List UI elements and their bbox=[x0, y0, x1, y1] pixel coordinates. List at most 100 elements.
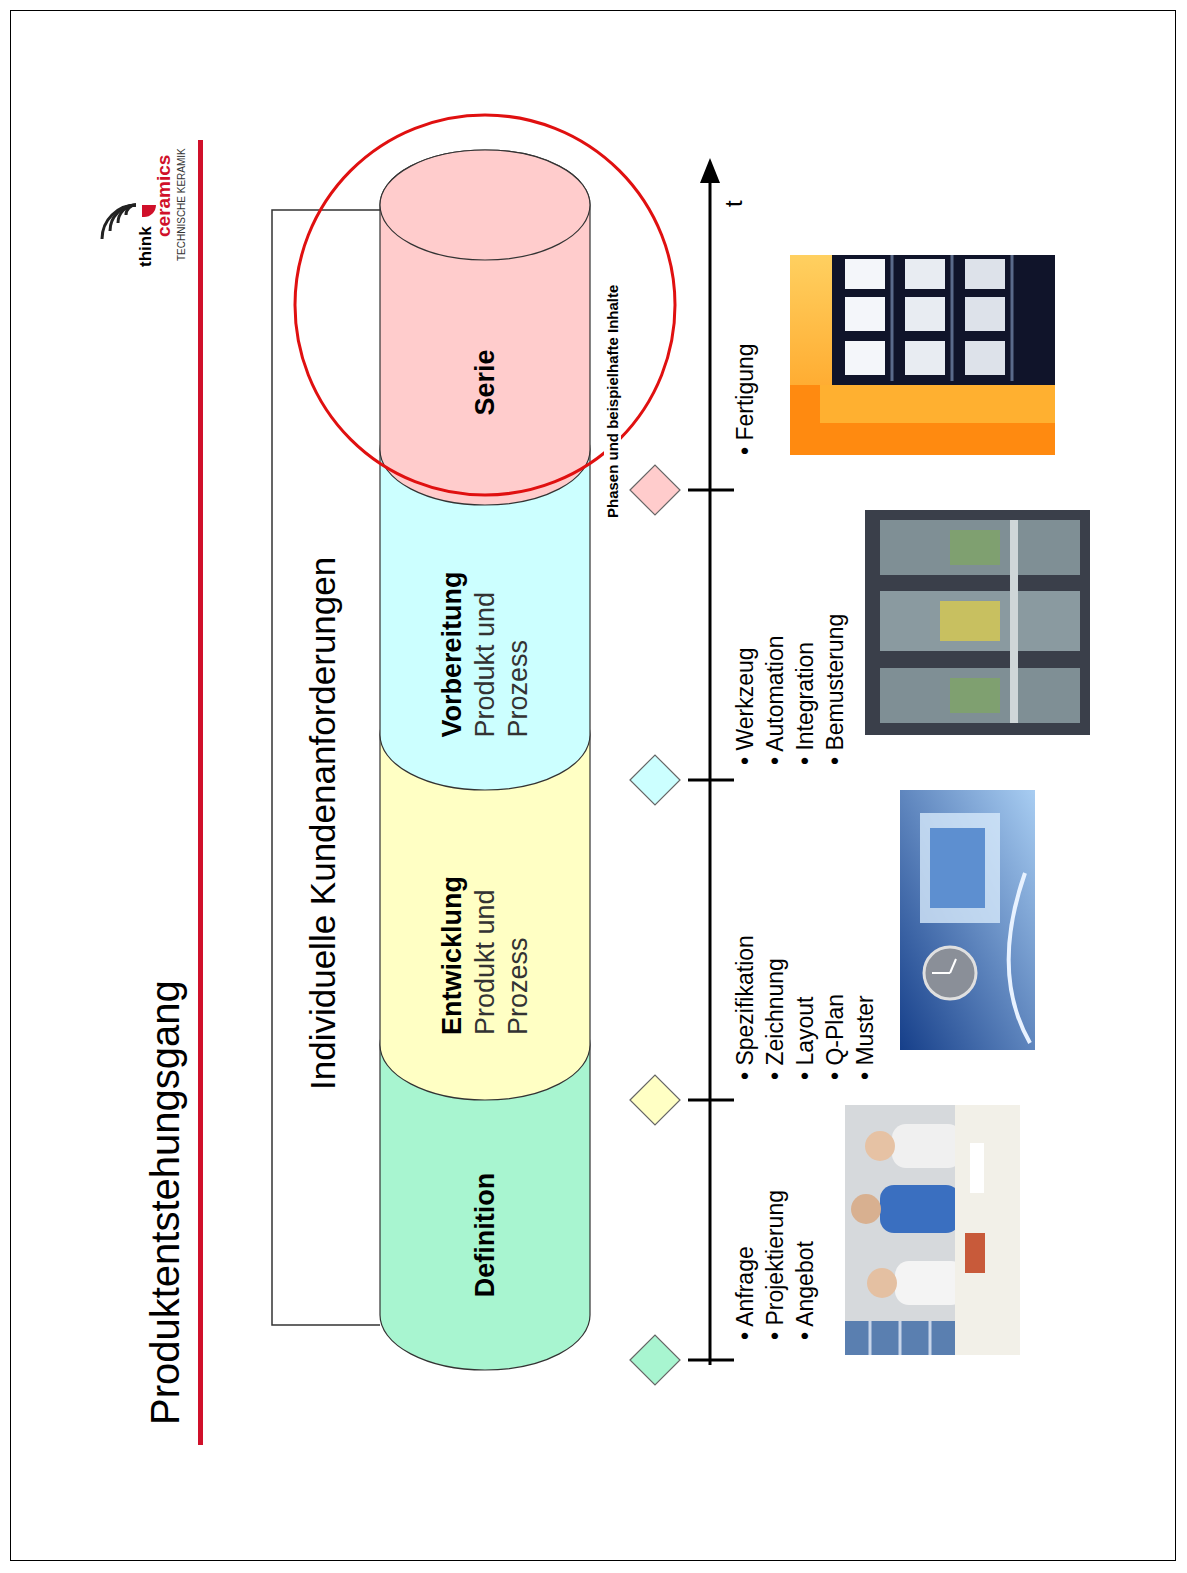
milestone-diamonds bbox=[630, 755, 680, 805]
cylinder-body bbox=[380, 150, 590, 505]
photo-furnace bbox=[891, 255, 894, 381]
phase-body: Produkt und Prozess bbox=[469, 855, 535, 1035]
photo-meeting bbox=[845, 1105, 1020, 1355]
photo-meeting bbox=[929, 1321, 932, 1355]
photo-meeting bbox=[845, 1105, 1020, 1355]
bullet-item: • Integration bbox=[791, 642, 819, 765]
time-axis bbox=[688, 779, 734, 782]
phase-heading: Vorbereitung bbox=[436, 558, 469, 738]
photo-meeting bbox=[965, 1233, 985, 1273]
cylinder-cap bbox=[380, 150, 590, 260]
bullet-item: • Muster bbox=[851, 995, 879, 1080]
photo-cad bbox=[900, 790, 1035, 1050]
time-axis bbox=[688, 158, 734, 1365]
photo-furnace bbox=[1011, 255, 1014, 381]
milestone-diamonds bbox=[630, 465, 680, 1385]
photo-machines bbox=[880, 520, 1080, 575]
photo-meeting bbox=[865, 1131, 895, 1161]
photo-cad bbox=[920, 813, 1000, 923]
axis-label: t bbox=[720, 200, 748, 207]
phase-text-block: Serie bbox=[469, 349, 502, 415]
bullet-item: • Projektierung bbox=[761, 1190, 789, 1340]
photo-machines bbox=[865, 510, 1090, 735]
photo-meeting bbox=[867, 1268, 897, 1298]
photo-cad bbox=[950, 959, 956, 973]
phase-heading: Serie bbox=[469, 349, 502, 415]
photo-meeting bbox=[955, 1105, 1020, 1355]
photo-furnace bbox=[905, 297, 945, 331]
phase-text-block: VorbereitungProdukt und Prozess bbox=[436, 558, 535, 738]
bullet-item: • Automation bbox=[761, 635, 789, 765]
photo-furnace bbox=[845, 341, 885, 375]
bracket bbox=[272, 210, 380, 1325]
photo-machines bbox=[950, 678, 1000, 713]
photo-furnace bbox=[905, 259, 945, 289]
photo-meeting bbox=[851, 1194, 881, 1224]
photo-machines bbox=[1010, 520, 1018, 723]
note-label: Phasen und beispielhafte Inhalte bbox=[604, 283, 621, 520]
photo-furnace bbox=[965, 341, 1005, 375]
photo-furnace bbox=[965, 259, 1005, 289]
photo-furnace bbox=[951, 255, 954, 381]
bullet-item: • Anfrage bbox=[731, 1246, 759, 1340]
slide-title: Produktentstehungsgang bbox=[143, 980, 188, 1425]
photo-furnace bbox=[790, 385, 1055, 455]
photo-cad bbox=[900, 790, 1035, 1050]
photo-meeting bbox=[895, 1261, 965, 1305]
photo-machines bbox=[880, 668, 1080, 723]
bracket bbox=[272, 210, 380, 1325]
photo-furnace bbox=[905, 341, 945, 375]
cylinder-phase: Serie bbox=[380, 205, 590, 450]
bullet-item: • Werkzeug bbox=[731, 647, 759, 765]
phase-content: Serie bbox=[380, 260, 590, 505]
photo-meeting bbox=[970, 1143, 984, 1193]
milestone-diamonds bbox=[630, 465, 680, 515]
phase-body: Produkt und Prozess bbox=[469, 558, 535, 738]
time-axis bbox=[688, 1099, 734, 1102]
photo-furnace bbox=[820, 385, 1055, 423]
phase-content: EntwicklungProdukt und Prozess bbox=[380, 790, 590, 1100]
title-rule bbox=[198, 140, 203, 1445]
photo-meeting bbox=[899, 1321, 902, 1355]
photo-machines bbox=[950, 530, 1000, 565]
photo-meeting bbox=[892, 1124, 962, 1168]
phase-content: VorbereitungProdukt und Prozess bbox=[380, 505, 590, 790]
phase-text-block: EntwicklungProdukt und Prozess bbox=[436, 855, 535, 1035]
bullet-item: • Fertigung bbox=[731, 343, 759, 455]
logo-word: ceramics bbox=[153, 155, 175, 237]
phase-heading: Entwicklung bbox=[436, 855, 469, 1035]
photo-cad bbox=[924, 947, 976, 999]
photo-machines bbox=[865, 510, 1090, 735]
photo-cad bbox=[930, 828, 985, 908]
title-rule bbox=[198, 140, 203, 1445]
photo-furnace bbox=[965, 297, 1005, 331]
bracket-label: Individuelle Kundenanforderungen bbox=[303, 557, 343, 1090]
time-axis bbox=[688, 1359, 734, 1362]
photo-furnace bbox=[845, 297, 885, 331]
milestone-diamonds bbox=[630, 1335, 680, 1385]
photo-machines bbox=[880, 591, 1080, 651]
bullet-item: • Angebot bbox=[791, 1241, 819, 1340]
photo-meeting bbox=[880, 1185, 960, 1233]
time-axis bbox=[709, 178, 712, 1365]
milestone-diamonds bbox=[630, 1075, 680, 1125]
photo-meeting bbox=[869, 1321, 872, 1355]
phase-text-block: Definition bbox=[469, 1173, 502, 1297]
bullet-item: • Layout bbox=[791, 997, 819, 1081]
logo-subtitle: TECHNISCHE KERAMIK bbox=[176, 148, 187, 261]
time-axis bbox=[688, 489, 734, 492]
photo-machines bbox=[940, 601, 1000, 641]
photo-cad bbox=[932, 972, 950, 974]
time-axis bbox=[700, 158, 720, 183]
bullet-item: • Bemusterung bbox=[821, 614, 849, 765]
photo-cad bbox=[1009, 873, 1030, 1043]
bullet-item: • Q-Plan bbox=[821, 994, 849, 1080]
photo-furnace bbox=[845, 259, 885, 289]
logo-icon bbox=[102, 205, 136, 239]
phase-heading: Definition bbox=[469, 1173, 502, 1297]
bullet-item: • Spezifikation bbox=[731, 935, 759, 1080]
photo-furnace bbox=[790, 255, 1055, 455]
phase-content: Definition bbox=[380, 1100, 590, 1370]
photo-furnace bbox=[790, 255, 1055, 455]
